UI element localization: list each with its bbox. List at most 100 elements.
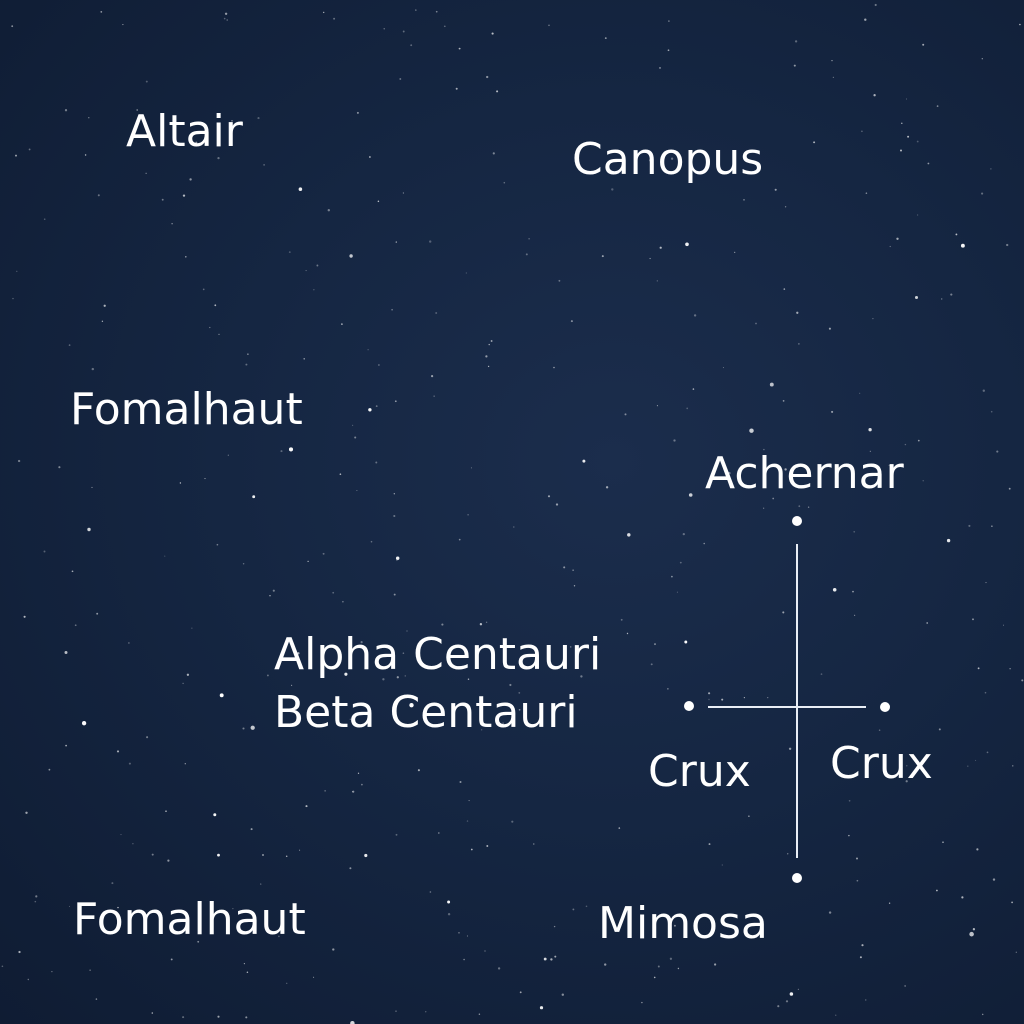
background-star [395,556,400,560]
background-star [96,612,99,615]
background-star [509,683,512,687]
background-star [224,12,228,15]
background-star [968,524,971,527]
background-star [288,447,294,452]
background-star [570,320,573,323]
southern-cross-horizontal-line [708,706,866,708]
background-star [242,727,245,730]
background-star [703,542,705,545]
background-star [976,848,979,851]
background-star [245,1016,248,1019]
background-star [351,791,354,793]
background-star [435,312,438,314]
background-star [485,355,488,358]
background-star [470,467,472,469]
background-star [874,3,877,7]
background-star [332,948,335,951]
background-star [467,514,469,516]
background-star [533,843,535,845]
background-star [676,591,678,593]
background-star [796,465,799,468]
background-star [393,514,396,518]
background-star [484,950,486,952]
background-star [960,243,965,248]
star-label-canopus: Canopus [572,134,764,185]
background-star [378,364,380,366]
background-star [906,765,908,767]
background-star [859,392,861,394]
background-star [68,905,71,907]
background-star [985,582,987,584]
background-star [605,486,609,489]
background-star [272,589,275,592]
background-star [813,141,816,144]
background-star [145,172,147,174]
background-star [95,998,98,1000]
background-star [907,135,910,138]
background-star [604,37,607,39]
background-star [213,813,217,817]
background-star [458,47,461,50]
background-star [861,130,863,133]
background-star [743,199,745,201]
background-star [708,698,710,701]
background-star [357,772,360,774]
background-star [975,759,977,761]
background-star [410,44,413,47]
star-marker-right [880,702,890,712]
background-star [313,289,315,291]
background-star [247,353,249,355]
background-star [763,507,765,509]
background-star [659,66,661,69]
background-star [656,405,658,407]
background-star [774,188,777,191]
background-star [470,848,473,851]
background-star [429,240,432,243]
background-star [653,976,656,979]
background-star [496,90,499,93]
background-star [394,400,397,403]
background-star [305,805,308,808]
background-star [354,436,357,439]
background-star [35,895,38,898]
background-star [18,950,21,954]
star-marker-bottom [792,873,802,883]
background-star [455,87,458,90]
background-star [429,891,432,893]
background-star [688,493,693,497]
background-star [755,322,757,325]
background-star [145,80,148,83]
background-star [511,820,514,823]
background-star [226,19,228,21]
background-star [232,908,234,910]
background-star [136,109,139,111]
background-star [437,832,440,834]
background-star [573,585,576,587]
background-star [65,744,67,747]
background-star [936,889,938,892]
background-star [458,932,460,934]
background-star [391,308,393,311]
background-star [917,439,920,442]
background-star [798,505,801,508]
background-star [361,783,363,786]
background-star [502,722,504,725]
background-star [486,75,489,79]
background-star [43,218,46,220]
background-star [350,1020,355,1024]
background-star [227,454,229,456]
background-star [299,849,301,851]
background-star [585,905,588,908]
background-star [572,908,575,911]
background-star [677,967,680,970]
background-star [889,245,891,248]
star-label-crux-left: Crux [648,746,751,797]
background-star [856,879,859,882]
background-star [165,810,167,812]
background-star [88,117,90,119]
background-star [100,11,103,13]
background-star [941,298,943,300]
background-star [151,1012,154,1014]
background-star [23,615,26,618]
background-star [1009,668,1011,670]
